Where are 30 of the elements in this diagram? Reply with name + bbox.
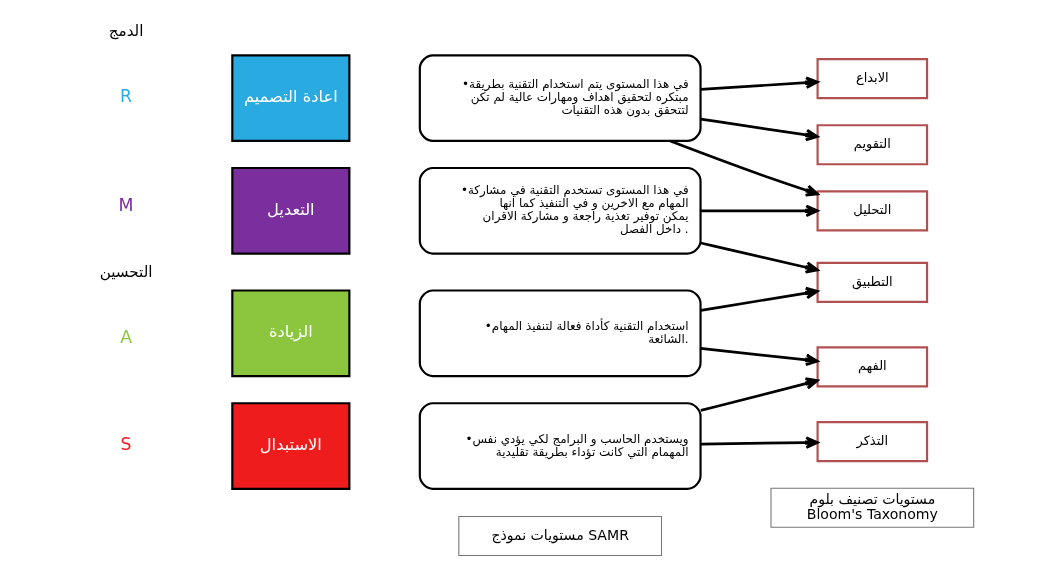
node-box: التحليل bbox=[816, 190, 929, 232]
arrow bbox=[700, 241, 819, 274]
node-box: •ويستخدم الحاسب و البرامج لكي يؤدي نفس المهمام التي كانت تؤداء بطريقة تقليدية bbox=[418, 402, 702, 490]
label: التحسين bbox=[99, 262, 153, 281]
node-box: الزيادة bbox=[231, 289, 351, 378]
arrow bbox=[700, 76, 819, 91]
label: M bbox=[118, 194, 134, 215]
node-box: التذكر bbox=[816, 421, 929, 463]
arrow bbox=[700, 204, 819, 218]
node-box: اعادة التصميم bbox=[231, 54, 351, 142]
node-box: الفهم bbox=[816, 346, 929, 388]
arrow bbox=[700, 286, 819, 312]
node-box: •في هذا المستوى يتم استخدام التقنية بطريقة مبتكره لتحقيق اهداف ومهارات عالية لم تكن لتتحقق بدون هذه التقنيات bbox=[418, 54, 702, 142]
label: A bbox=[120, 326, 133, 347]
arrow bbox=[700, 117, 819, 142]
node-box: التعديل bbox=[231, 166, 351, 255]
node-box: التطبيق bbox=[816, 261, 929, 303]
arrow bbox=[700, 436, 819, 449]
node-box: الاستبدال bbox=[231, 402, 351, 490]
node-box: •استخدام التقنية كأداة فعالة لتنفيذ المهام الشائعة. bbox=[418, 289, 702, 378]
label: R bbox=[120, 86, 133, 107]
arrow bbox=[700, 377, 819, 412]
label: S bbox=[120, 434, 132, 455]
node-box: الابداع bbox=[816, 58, 929, 100]
node-box: مستويات نموذج SAMR bbox=[458, 515, 663, 557]
arrow bbox=[669, 139, 819, 197]
node-box: •في هذا المستوى تستخدم التقنية في مشاركة المهام مع الاخرين و في التنفيذ كما انها يمكن توفير تغذية راجعة و مشاركة الاقران داخل الفصل . bbox=[418, 166, 702, 255]
node-box: التقويم bbox=[816, 124, 929, 166]
arrow bbox=[700, 347, 819, 367]
label: الدمج bbox=[108, 22, 144, 41]
